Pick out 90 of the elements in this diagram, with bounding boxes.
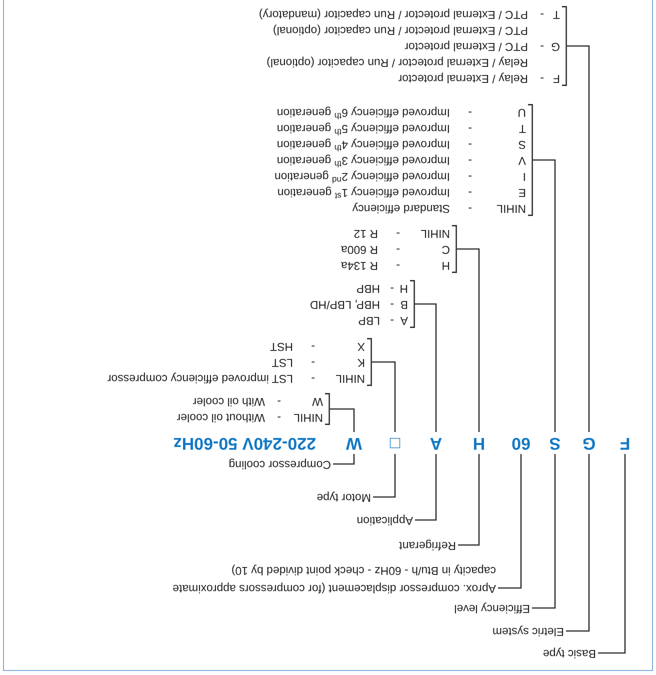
option-code: H <box>398 281 408 296</box>
description-label: Efficiency level <box>454 599 530 617</box>
option-description: LBP <box>358 313 380 328</box>
option-code: E <box>517 185 526 200</box>
option-description: Standard efficiency <box>352 201 450 216</box>
option-code: X <box>356 339 365 354</box>
option-code: V <box>517 153 526 168</box>
leader-line <box>330 408 355 432</box>
option-code: T <box>552 7 560 22</box>
option-description: PTC / External protector <box>404 39 528 54</box>
option-separator: - <box>467 185 472 200</box>
leader-line <box>566 454 590 632</box>
leader-line <box>532 454 556 609</box>
option-code: I <box>522 169 526 184</box>
leader-line <box>567 45 590 432</box>
leader-line <box>415 303 437 432</box>
option-description: HST <box>270 339 293 354</box>
code-character: □ <box>390 432 400 454</box>
option-description: HBP <box>356 281 380 296</box>
leader-line <box>498 454 522 589</box>
option-separator: - <box>276 410 281 425</box>
option-description: R 134a <box>340 258 378 273</box>
option-separator: - <box>310 371 315 386</box>
option-code: H <box>440 258 450 273</box>
option-description: LST improved efficiency compressor <box>107 371 293 386</box>
option-separator: - <box>467 137 472 152</box>
option-code: S <box>517 137 526 152</box>
leader-line <box>533 159 556 432</box>
code-character: F <box>620 432 630 454</box>
voltage-frequency-code: 220-240V 50-60Hz <box>173 433 316 454</box>
description-label: Eletric system <box>492 622 564 640</box>
option-separator: - <box>395 242 400 257</box>
description-label: Aprox. compressor displacement (for compressors approximate capacity in Btu/h - 60Hz - check point divided by 10) <box>146 561 496 597</box>
option-description: R 12 <box>354 226 378 241</box>
leader-line <box>457 248 480 432</box>
option-separator: - <box>389 313 394 328</box>
option-separator: - <box>539 71 544 86</box>
option-description: Relay / External protector <box>398 71 528 86</box>
description-label: Application <box>356 511 413 529</box>
description-label: Motor type <box>316 488 371 506</box>
code-character: H <box>472 432 486 454</box>
option-separator: - <box>539 39 544 54</box>
option-separator: - <box>395 258 400 273</box>
code-character: A <box>430 432 442 454</box>
description-label: Compressor cooling <box>228 455 331 473</box>
option-separator: - <box>276 394 281 409</box>
option-code: W <box>311 394 323 409</box>
option-description: With oil cooler <box>192 394 265 409</box>
code-character: W <box>346 432 362 454</box>
option-code: T <box>518 121 526 136</box>
option-separator: - <box>467 121 472 136</box>
option-separator: - <box>310 355 315 370</box>
code-character: S <box>549 432 561 454</box>
option-code: A <box>399 313 408 328</box>
option-separator: - <box>389 281 394 296</box>
option-description: Relay / External protector / Run capacitor (optional) <box>266 55 528 70</box>
option-separator: - <box>467 153 472 168</box>
option-separator: - <box>467 105 472 120</box>
description-label: Refrigerant <box>399 536 456 554</box>
option-code: B <box>399 297 408 312</box>
leader-line <box>598 454 626 654</box>
option-description: HBP, LBP/HD <box>310 297 380 312</box>
option-code: NIHIL <box>420 226 450 241</box>
option-separator: - <box>310 339 315 354</box>
leader-line <box>333 454 355 465</box>
option-code: NIHIL <box>496 201 526 216</box>
option-separator: - <box>539 7 544 22</box>
option-separator: - <box>467 169 472 184</box>
leader-line <box>372 361 396 432</box>
description-label: Basic type <box>542 644 596 662</box>
code-character: 60 <box>512 432 530 454</box>
option-description: PTC / External protector / Run capacitor (optional) <box>272 23 528 38</box>
option-description: PTC / External protector / Run capacitor (mandatory) <box>258 7 528 22</box>
option-description: Without oil cooler <box>176 410 265 425</box>
option-code: G <box>550 39 560 54</box>
leader-line <box>458 454 480 546</box>
option-separator: - <box>467 201 472 216</box>
leader-line <box>373 454 396 498</box>
option-code: C <box>440 242 450 257</box>
option-code: U <box>516 105 526 120</box>
option-description: LST <box>272 355 293 370</box>
option-code: K <box>356 355 365 370</box>
option-separator: - <box>395 226 400 241</box>
option-code: F <box>552 71 560 86</box>
code-character: G <box>582 432 596 454</box>
option-code: NIHIL <box>334 371 365 386</box>
leader-line <box>415 454 437 521</box>
option-separator: - <box>389 297 394 312</box>
option-code: NIHIL <box>292 410 323 425</box>
option-description: R 600a <box>340 242 378 257</box>
